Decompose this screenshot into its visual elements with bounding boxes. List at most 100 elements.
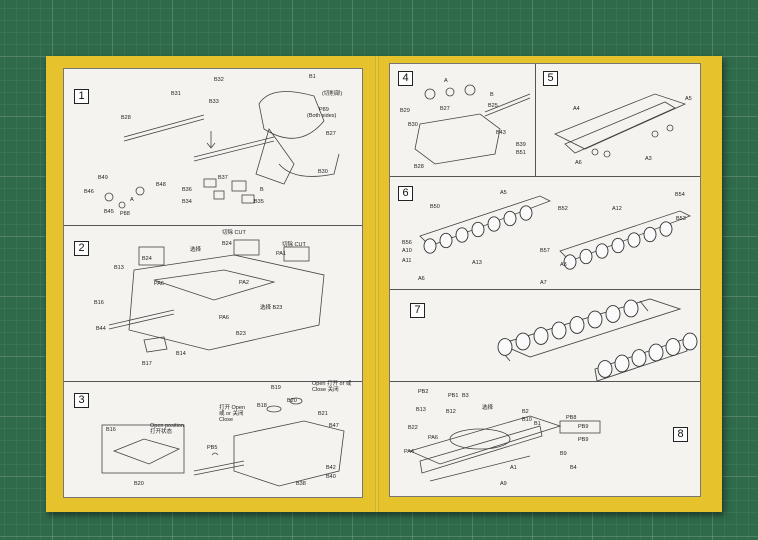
- part-label: 切除 CUT: [282, 242, 306, 248]
- part-label: 切除 CUT: [222, 230, 246, 236]
- road-wheel: [519, 205, 533, 221]
- part-label: PB1: [448, 393, 459, 399]
- part-label: PA6: [154, 281, 164, 287]
- part-label: Open 打开 or 或 Close 关闭: [312, 381, 352, 393]
- road-wheel: [605, 305, 621, 323]
- road-wheel: [563, 254, 577, 270]
- part-label: B27: [326, 131, 336, 137]
- step-8-drawing: [408, 415, 601, 482]
- step-2-drawing: [108, 239, 325, 353]
- step-number: 2: [74, 241, 89, 256]
- part-label: (Both sides): [307, 113, 337, 119]
- road-wheel: [595, 243, 609, 259]
- road-wheel: [533, 327, 549, 345]
- road-wheel: [551, 321, 567, 340]
- part-label: PB9: [578, 437, 589, 443]
- part-label: PB9: [578, 424, 589, 430]
- part-label: B49: [98, 175, 108, 181]
- part-label: A3: [560, 262, 567, 268]
- road-wheel: [515, 332, 531, 351]
- road-wheel: [471, 221, 485, 238]
- part-label: A7: [540, 280, 547, 286]
- part-label: B57: [540, 248, 550, 254]
- part-label: PA6: [219, 315, 229, 321]
- step-3-panel: 3 Open 打开 or 或 Close 关闭 B19 B18 B20 打开 O…: [64, 381, 362, 497]
- road-wheel: [439, 232, 453, 249]
- part-label: B20: [134, 481, 144, 487]
- part-label: A13: [472, 260, 482, 266]
- panel-divider: [535, 64, 536, 176]
- part-label: A5: [685, 96, 692, 102]
- part-label: B40: [326, 474, 336, 480]
- part-label: PB5: [207, 445, 218, 451]
- part-label: 选择: [190, 247, 202, 253]
- part-label: B3: [462, 393, 469, 399]
- part-label: B47: [329, 423, 339, 429]
- part-label: (切削部): [322, 91, 343, 97]
- part-label: B36: [182, 187, 192, 193]
- step-1-panel: 1 B32 B1 B31 B33 B28 P89 (Both sides) B2…: [64, 69, 362, 226]
- step-number: 7: [410, 303, 425, 318]
- road-wheel: [665, 338, 681, 356]
- left-page: 1 B32 B1 B31 B33 B28 P89 (Both sides) B2…: [63, 68, 363, 498]
- road-wheel: [623, 299, 639, 318]
- part-label: B10: [522, 417, 532, 423]
- step-number: 3: [74, 393, 89, 408]
- step-1-drawing: [104, 91, 340, 209]
- part-label: B14: [176, 351, 186, 357]
- step-5-drawing: [554, 93, 687, 158]
- road-wheel: [597, 360, 613, 378]
- part-label: B52: [558, 206, 568, 212]
- road-wheel: [643, 226, 657, 243]
- part-label: B9: [560, 451, 567, 457]
- road-wheel: [423, 238, 437, 254]
- road-wheel: [659, 221, 673, 237]
- part-label: A5: [500, 190, 507, 196]
- road-wheel: [631, 349, 647, 367]
- part-label: B2: [522, 409, 529, 415]
- road-wheel: [503, 210, 517, 227]
- part-label: B35: [254, 199, 264, 205]
- part-label: B13: [114, 265, 124, 271]
- road-wheel: [648, 343, 664, 362]
- part-label: B16: [94, 300, 104, 306]
- part-label: B50: [430, 204, 440, 210]
- step-7-panel: 7: [390, 289, 700, 382]
- step-4-panel: 4 A B29 B30 B25 B27 B43 B28 B39 B51 B: [390, 64, 535, 177]
- step-7-drawing: [497, 298, 698, 382]
- road-wheel: [627, 232, 641, 248]
- part-label: A3: [645, 156, 652, 162]
- step-number: 5: [543, 71, 558, 86]
- part-label: B16: [106, 427, 116, 433]
- step-6-drawing: [419, 195, 691, 270]
- part-label: B39: [516, 142, 526, 148]
- road-wheel: [614, 354, 630, 373]
- step-8-panel: 8 PB2 PB1 B3 B13 B12 选择 B22 PA6 PB8 PB9 …: [390, 381, 700, 496]
- part-label: B45: [104, 209, 114, 215]
- part-label: A12: [612, 206, 622, 212]
- part-label: B51: [516, 150, 526, 156]
- step-number: 6: [398, 186, 413, 201]
- part-label: B28: [121, 115, 131, 121]
- part-label: B34: [182, 199, 192, 205]
- part-label: B19: [271, 385, 281, 391]
- part-label: A10: [402, 248, 412, 254]
- step-2-panel: 2 切除 CUT 切除 CUT 选择 B24 B24 PA1 B13 PA6 P…: [64, 225, 362, 382]
- part-label: B4: [570, 465, 577, 471]
- part-label: P88: [120, 211, 130, 217]
- part-label: B56: [402, 240, 412, 246]
- part-label: A11: [402, 258, 412, 264]
- part-label: B43: [496, 130, 506, 136]
- part-label: B31: [171, 91, 181, 97]
- step-6-panel: 6 B50 A5 A10 B57 B52 A12 B54 A11 B56 A13…: [390, 176, 700, 290]
- part-label: B46: [84, 189, 94, 195]
- sheet-fold: [375, 56, 379, 512]
- part-label: B28: [414, 164, 424, 170]
- road-wheel: [497, 338, 513, 356]
- right-page: 4 A B29 B30 B25 B27 B43 B28 B39 B51 B 5 …: [389, 63, 701, 497]
- part-label: A4: [573, 106, 580, 112]
- part-label: B21: [318, 411, 328, 417]
- part-label: B1: [534, 421, 541, 427]
- part-label: B27: [440, 106, 450, 112]
- part-label: B1: [309, 74, 316, 80]
